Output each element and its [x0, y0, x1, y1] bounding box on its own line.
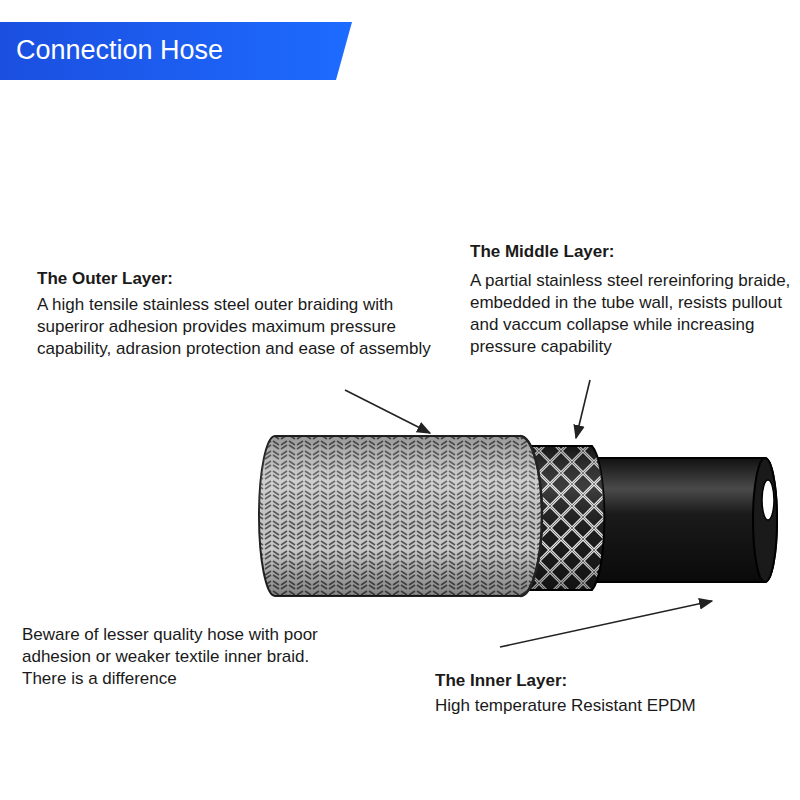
note-text: Beware of lesser quality hose with poor …: [22, 624, 352, 690]
leader-line: [345, 390, 430, 433]
title-banner: [0, 22, 352, 80]
layer-description: High temperature Resistant EPDM: [435, 695, 775, 717]
layer-heading: The Outer Layer:: [37, 268, 173, 290]
layer-heading: The Middle Layer:: [470, 241, 615, 263]
inner-layer: [585, 458, 777, 582]
leader-line: [500, 601, 712, 647]
layer-heading: The Inner Layer:: [435, 670, 567, 692]
outer-layer: [259, 436, 542, 596]
layer-description: A partial stainless steel rereinforing b…: [470, 270, 792, 358]
leader-line: [576, 380, 590, 438]
layer-description: A high tensile stainless steel outer bra…: [37, 294, 437, 360]
title-text: Connection Hose: [16, 33, 223, 68]
